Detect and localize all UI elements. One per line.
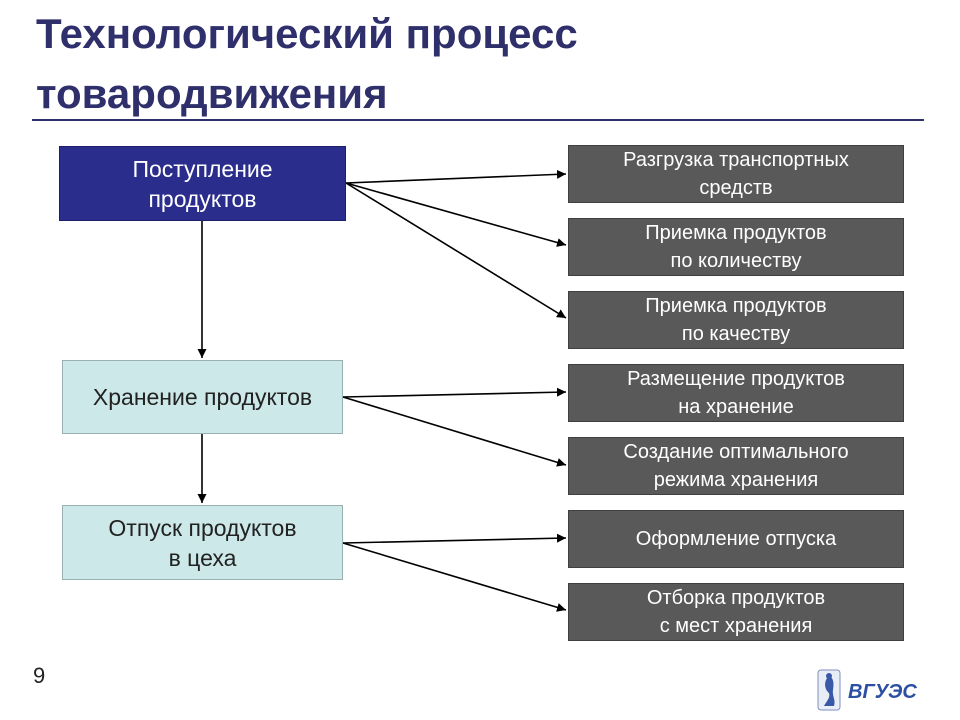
title-underline <box>32 119 924 121</box>
operation-quantity-check: Приемка продуктов по количеству <box>568 218 904 276</box>
page-number: 9 <box>33 663 46 688</box>
stage-issue: Отпуск продуктов в цеха <box>62 505 343 580</box>
stage-label: Отпуск продуктов <box>108 514 297 541</box>
operation-placement: Размещение продуктов на хранение <box>568 364 904 422</box>
slide-title: Технологический процесс товародвижения <box>36 4 578 124</box>
arrow-issue-to-picking <box>342 542 567 612</box>
operation-label: режима хранения <box>653 469 819 491</box>
arrow-receiving-to-quantity-check <box>345 182 567 247</box>
title-line-2: товародвижения <box>36 70 388 117</box>
operation-label: по качеству <box>681 323 791 345</box>
operation-label: Разгрузка транспортных <box>623 149 849 171</box>
operation-label: с мест хранения <box>659 615 813 637</box>
stage-label: Поступление <box>132 155 273 182</box>
stage-label: продуктов <box>148 185 257 212</box>
operation-label: средств <box>699 177 773 199</box>
stage-label: в цеха <box>168 544 237 571</box>
operation-unloading: Разгрузка транспортных средств <box>568 145 904 203</box>
operation-label: Приемка продуктов <box>645 222 827 244</box>
title-line-1: Технологический процесс <box>36 10 578 57</box>
university-logo: ВГУЭС <box>817 669 917 711</box>
stage-label: Хранение продуктов <box>92 384 313 410</box>
arrow-receiving-to-quality-check <box>345 182 567 319</box>
svg-text:ВГУЭС: ВГУЭС <box>848 681 917 703</box>
operation-label: Создание оптимального <box>623 441 849 463</box>
operation-quality-check: Приемка продуктов по качеству <box>568 291 904 349</box>
operation-label: по количеству <box>670 250 802 272</box>
operation-label: Размещение продуктов <box>627 368 845 390</box>
operation-label: Приемка продуктов <box>645 295 827 317</box>
operation-picking: Отборка продуктов с мест хранения <box>568 583 904 641</box>
stage-receiving: Поступление продуктов <box>59 146 346 221</box>
operation-optimal-mode: Создание оптимального режима хранения <box>568 437 904 495</box>
operation-label: на хранение <box>678 396 794 418</box>
arrow-issue-to-paperwork <box>342 533 567 544</box>
operation-label: Отборка продуктов <box>646 587 826 609</box>
operation-paperwork: Оформление отпуска <box>568 510 904 568</box>
arrow-receiving-to-unloading <box>345 169 567 184</box>
operation-label: Оформление отпуска <box>635 528 837 550</box>
arrow-storage-to-placement <box>342 387 567 398</box>
stage-storage: Хранение продуктов <box>62 360 343 434</box>
arrow-storage-to-optimal-mode <box>342 396 567 467</box>
